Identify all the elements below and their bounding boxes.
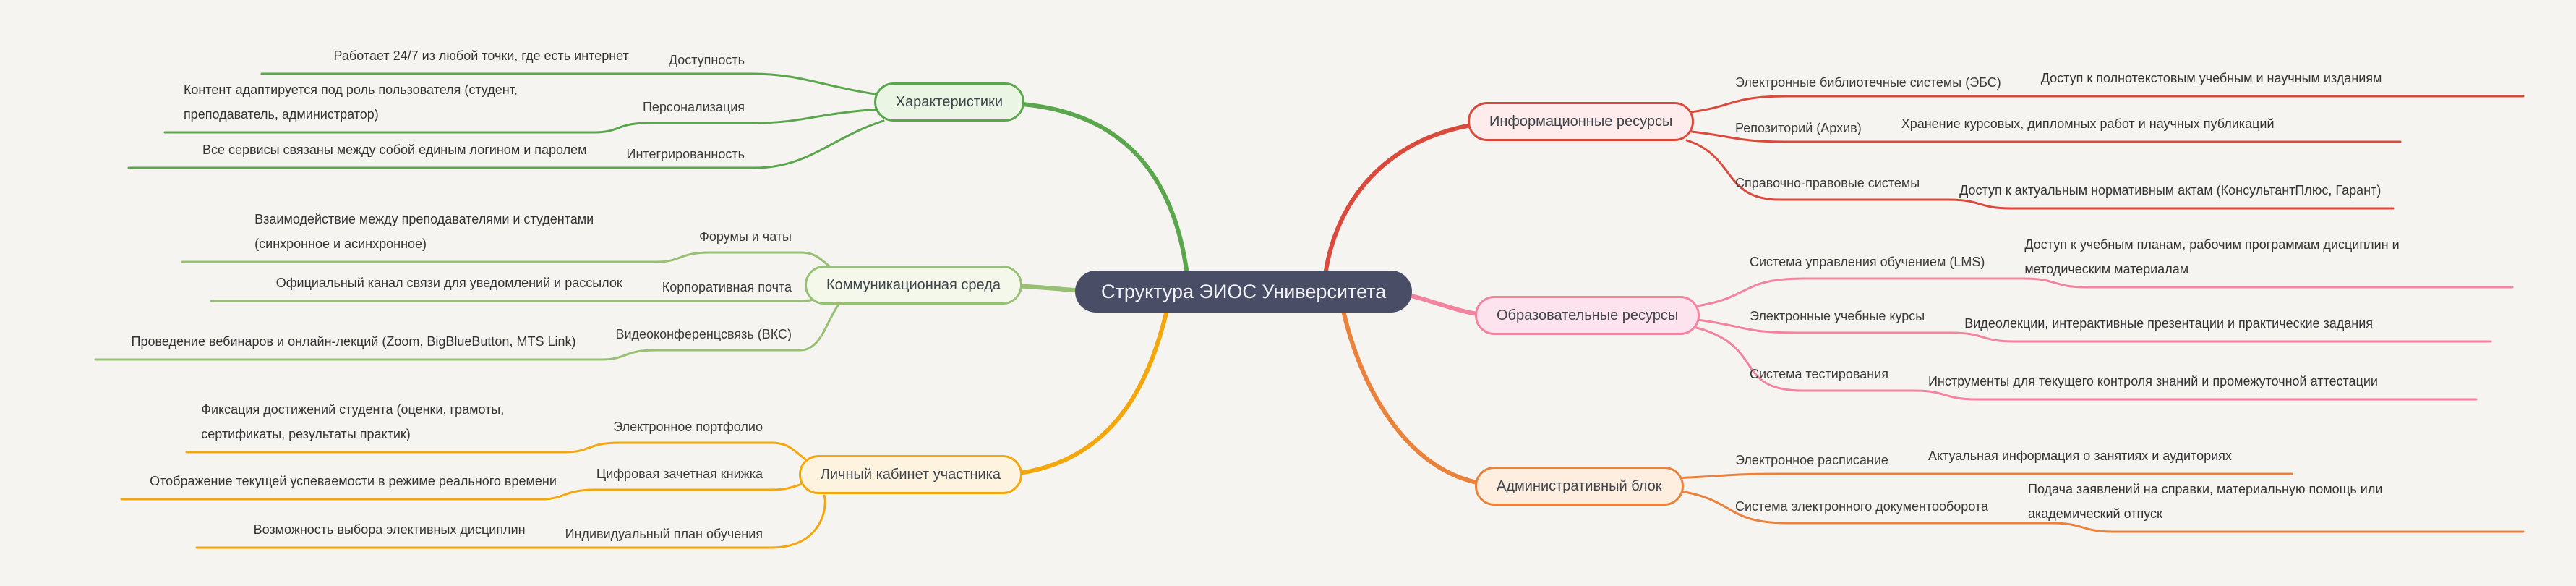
wire-integrirovannost: [127, 119, 885, 169]
branch-node-communication[interactable]: Коммуникационная среда: [805, 266, 1022, 305]
subtopic-label: Система электронного документооборота: [1735, 499, 1988, 514]
branch-label: Характеристики: [895, 93, 1003, 110]
subtopic-row[interactable]: Контент адаптируется под роль пользовате…: [184, 78, 745, 127]
wire-kursy: [1691, 318, 2492, 343]
branch-label: Личный кабинет участника: [820, 466, 1001, 483]
subtopic-row[interactable]: Проведение вебинаров и онлайн-лекций (Zo…: [132, 327, 792, 354]
subtopic-description: Хранение курсовых, дипломных работ и нау…: [1901, 116, 2275, 131]
subtopic-description: Видеолекции, интерактивные презентации и…: [1964, 315, 2374, 331]
wire-lms: [1691, 277, 2514, 308]
wire-pravo: [1685, 139, 2395, 210]
subtopic-row[interactable]: Система электронного документооборота По…: [1735, 477, 2447, 526]
wire-ebs: [1684, 95, 2525, 114]
subtopic-label: Электронные учебные курсы: [1750, 309, 1925, 323]
subtopic-label: Цифровая зачетная книжка: [596, 467, 763, 481]
subtopic-description: Доступ к актуальным нормативным актам (К…: [1959, 182, 2382, 198]
subtopic-label: Доступность: [668, 53, 745, 67]
branch-node-educational[interactable]: Образовательные ресурсы: [1475, 296, 1700, 335]
subtopic-row[interactable]: Электронные библиотечные системы (ЭБС) Д…: [1735, 67, 2382, 90]
subtopic-description: Инструменты для текущего контроля знаний…: [1927, 373, 2378, 388]
branch-node-characteristics[interactable]: Характеристики: [873, 82, 1024, 122]
wire-testy: [1693, 326, 2478, 401]
subtopic-description: Отображение текущей успеваемости в режим…: [150, 473, 557, 488]
subtopic-row[interactable]: Работает 24/7 из любой точки, где есть и…: [334, 44, 745, 68]
subtopic-label: Видеоконференцсвязь (ВКС): [615, 327, 792, 341]
subtopic-row[interactable]: Взаимодействие между преподавателями и с…: [254, 208, 792, 256]
subtopic-description: Все сервисы связаны между собой единым л…: [202, 142, 587, 157]
subtopic-row[interactable]: Электронные учебные курсы Видеолекции, и…: [1750, 309, 2373, 336]
wire-dostupnost: [260, 72, 891, 98]
wire-portfolio: [185, 441, 826, 470]
branch-node-administrative[interactable]: Административный блок: [1475, 467, 1684, 506]
subtopic-row[interactable]: Справочно-правовые системы Доступ к акту…: [1735, 176, 2381, 203]
subtopic-label: Система тестирования: [1750, 367, 1888, 381]
subtopic-label: Корпоративная почта: [662, 280, 792, 294]
branch-label: Коммуникационная среда: [826, 276, 1001, 293]
wire-plan: [195, 494, 826, 549]
subtopic-row[interactable]: Репозиторий (Архив) Хранение курсовых, д…: [1735, 112, 2275, 136]
subtopic-label: Справочно-правовые системы: [1735, 176, 1920, 190]
subtopic-description: Доступ к полнотекстовым учебным и научны…: [2040, 70, 2382, 85]
subtopic-label: Персонализация: [642, 100, 745, 114]
subtopic-label: Электронное портфолио: [613, 420, 763, 434]
subtopic-row[interactable]: Отображение текущей успеваемости в режим…: [150, 467, 763, 493]
central-topic[interactable]: Структура ЭИОС Университета: [1075, 271, 1413, 313]
subtopic-label: Интегрированность: [626, 147, 745, 161]
subtopic-row[interactable]: Система управления обучением (LMS) Досту…: [1750, 233, 2469, 281]
subtopic-description: Проведение вебинаров и онлайн-лекций (Zo…: [131, 334, 576, 349]
subtopic-description: Фиксация достижений студента (оценки, гр…: [201, 402, 505, 441]
subtopic-row[interactable]: Возможность выбора элективных дисциплин …: [254, 518, 763, 542]
subtopic-description: Работает 24/7 из любой точки, где есть и…: [333, 48, 629, 63]
subtopic-label: Электронные библиотечные системы (ЭБС): [1735, 75, 2001, 90]
trunk-characteristics: [1010, 101, 1189, 277]
subtopic-description: Доступ к учебным планам, рабочим програм…: [2024, 237, 2400, 276]
subtopic-description: Контент адаптируется под роль пользовате…: [183, 82, 518, 122]
subtopic-row[interactable]: Фиксация достижений студента (оценки, гр…: [201, 398, 763, 446]
subtopic-description: Подача заявлений на справки, материальну…: [2028, 482, 2383, 521]
subtopic-label: Репозиторий (Архив): [1735, 121, 1862, 135]
subtopic-row[interactable]: Электронное расписание Актуальная информ…: [1735, 444, 2232, 468]
trunk-administrative: [1340, 305, 1495, 487]
subtopic-description: Возможность выбора элективных дисциплин: [253, 522, 526, 537]
branch-label: Административный блок: [1497, 477, 1662, 494]
subtopic-label: Электронное расписание: [1735, 453, 1888, 467]
subtopic-row[interactable]: Официальный канал связи для уведомлений …: [276, 271, 792, 295]
subtopic-description: Официальный канал связи для уведомлений …: [275, 275, 622, 290]
subtopic-label: Система управления обучением (LMS): [1750, 255, 1985, 269]
wire-vks: [94, 295, 849, 361]
wire-edo: [1674, 489, 2525, 533]
subtopic-label: Индивидуальный план обучения: [565, 527, 763, 541]
branch-node-personal-cabinet[interactable]: Личный кабинет участника: [798, 455, 1022, 494]
subtopic-description: Актуальная информация о занятиях и аудит…: [1927, 448, 2232, 463]
subtopic-label: Форумы и чаты: [699, 229, 792, 244]
trunk-personal-cabinet: [996, 305, 1170, 477]
subtopic-row[interactable]: Все сервисы связаны между собой единым л…: [202, 138, 745, 162]
wire-personalizaciya: [163, 107, 891, 134]
subtopic-description: Взаимодействие между преподавателями и с…: [254, 212, 594, 251]
trunk-information: [1323, 120, 1495, 277]
branch-label: Информационные ресурсы: [1489, 113, 1673, 129]
branch-label: Образовательные ресурсы: [1497, 307, 1679, 323]
subtopic-row[interactable]: Система тестирования Инструменты для тек…: [1750, 367, 2378, 394]
wire-raspisanie: [1673, 472, 2293, 480]
wire-repozitorij: [1684, 129, 2402, 143]
branch-node-information[interactable]: Информационные ресурсы: [1468, 102, 1695, 141]
